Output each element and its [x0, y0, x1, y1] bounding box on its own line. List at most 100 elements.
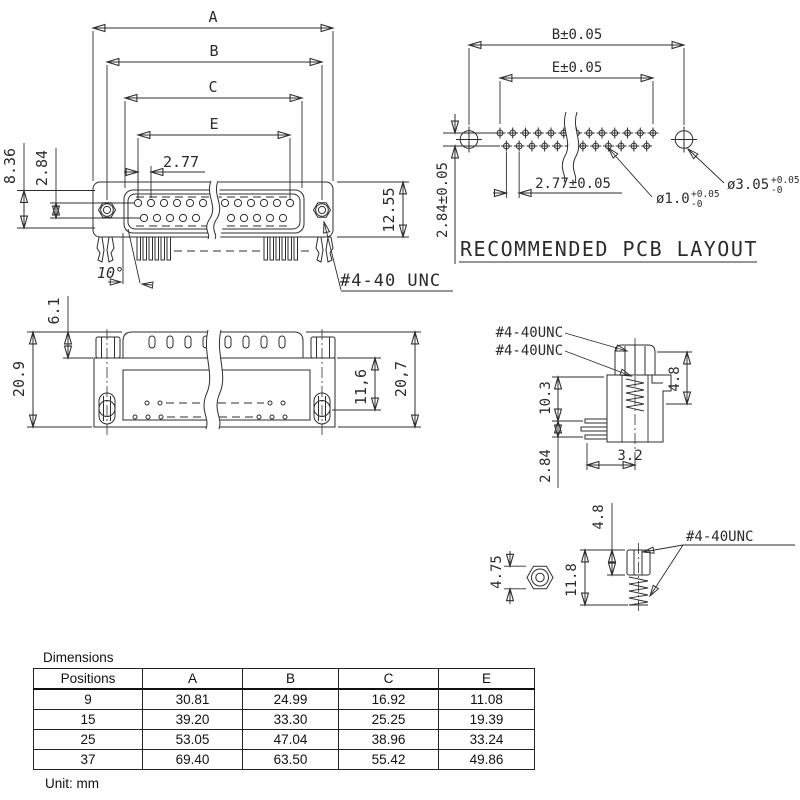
- mount-thread-callout: #4-40 UNC: [323, 220, 453, 292]
- dim-pcb-row-spacing-label: 2.84±0.05: [435, 162, 451, 238]
- mount-nut-left: [97, 202, 117, 218]
- dim-c-label: C: [208, 78, 217, 96]
- dim-hex-flats-label: 4.75: [489, 555, 505, 589]
- dim-side-head: 4.8: [657, 350, 692, 406]
- mount-hole-tol-minus: -0: [771, 185, 783, 196]
- body-notch: [651, 375, 663, 384]
- cell-a: 30.81: [142, 688, 243, 710]
- dim-pcb-e: E±0.05: [498, 60, 655, 124]
- thread-callout-2-label: #4-40UNC: [496, 343, 563, 359]
- cell-c: 38.96: [338, 729, 439, 750]
- pcb-layout-view: B±0.05 E±0.05 2.84±0.05 2.77±0.05 ø1.0 +…: [435, 27, 800, 264]
- cell-positions: 15: [33, 709, 143, 730]
- insulator-body-side: [606, 374, 672, 443]
- table-header-row: Positions A B C E: [33, 668, 535, 690]
- cell-b: 47.04: [242, 729, 339, 750]
- dim-side-lead-spacing-label: 2.84: [538, 449, 554, 483]
- cell-a: 69.40: [142, 749, 243, 770]
- dim-side-depth-label: 10.3: [538, 381, 554, 415]
- dim-e-label: E: [209, 115, 218, 133]
- cell-c: 55.42: [338, 749, 439, 770]
- dim-screw-length: 11.8: [564, 548, 628, 607]
- dim-side-lead-offset: 3.2: [585, 443, 643, 470]
- dim-pcb-b: B±0.05: [467, 27, 686, 125]
- cell-positions: 37: [33, 749, 143, 770]
- screw-detail-view: 4.75 4.8 11.8 #4-40UNC: [489, 503, 795, 612]
- dim-top-inner-label: 11,6: [352, 369, 370, 405]
- thread-callout-1: #4-40UNC: [496, 325, 629, 352]
- col-header-e: E: [438, 668, 535, 690]
- dim-top-overall-left: 20.9: [10, 330, 122, 429]
- hex-standoff-end: [526, 565, 554, 590]
- dimensions-table: Positions A B C E 9 30.81 24.99 16.92 11…: [33, 668, 535, 770]
- dim-screw-length-label: 11.8: [564, 563, 580, 597]
- dim-pitch: 2.77: [124, 153, 205, 198]
- dim-row-spacing: 2.84: [33, 148, 140, 220]
- cell-a: 53.05: [142, 729, 243, 750]
- hex-standoff-left-top: [95, 336, 121, 359]
- col-header-b: B: [242, 668, 339, 690]
- dim-pcb-pitch-label: 2.77±0.05: [535, 176, 611, 192]
- pcb-layout-title: RECOMMENDED PCB LAYOUT: [459, 237, 758, 263]
- table-title: Dimensions: [43, 650, 114, 665]
- mount-hole-tol-plus: +0.05: [771, 175, 800, 186]
- dimensions-table-section: Dimensions Positions A B C E 9 30.81 24.…: [33, 650, 593, 791]
- dim-top-face: 6.1: [45, 296, 93, 360]
- col-header-c: C: [338, 668, 439, 690]
- col-header-a: A: [142, 668, 243, 690]
- dim-pcb-pitch: 2.77±0.05: [493, 152, 622, 198]
- dim-side-lead-spacing: 2.84: [538, 419, 583, 488]
- dim-hex-flats: 4.75: [489, 551, 526, 604]
- leg-angle-label: 10°: [97, 264, 124, 282]
- solder-legs: [136, 236, 313, 261]
- top-break-lines: [203, 329, 224, 430]
- dim-pcb-row-spacing: 2.84±0.05: [435, 114, 500, 264]
- technical-drawing: A B C E 2.77: [1, 8, 800, 612]
- pcb-break-lines: [561, 111, 580, 183]
- thread-callout-2: #4-40UNC: [496, 343, 633, 377]
- cell-positions: 25: [33, 729, 143, 750]
- mount-nut-right: [312, 202, 332, 218]
- cell-positions: 9: [33, 688, 143, 710]
- leads-side: [580, 418, 608, 440]
- pin-hole-dia-label: ø1.0: [656, 191, 690, 207]
- dim-body-height-label: 12.55: [380, 187, 398, 232]
- hex-standoff-right-top: [310, 336, 336, 359]
- table-row: 37 69.40 63.50 55.42 49.86: [33, 749, 535, 770]
- dim-pcb-e-label: E±0.05: [552, 60, 603, 76]
- cell-e: 49.86: [438, 749, 535, 770]
- dim-body-height: 12.55: [337, 180, 409, 239]
- mount-hole-right: [670, 126, 698, 153]
- dim-side-head-label: 4.8: [667, 366, 683, 391]
- dim-b: B: [105, 42, 324, 200]
- cell-e: 33.24: [438, 729, 535, 750]
- unit-label: Unit: mm: [45, 776, 99, 791]
- table-row: 15 39.20 33.30 25.25 19.39: [33, 709, 535, 730]
- cell-a: 39.20: [142, 709, 243, 730]
- leg-angle-callout: 10°: [97, 228, 154, 289]
- detail-thread-callout: #4-40UNC: [641, 529, 795, 598]
- cell-c: 25.25: [338, 709, 439, 730]
- thread-callout-1-label: #4-40UNC: [496, 325, 563, 341]
- dim-a: A: [91, 8, 335, 181]
- mount-thread-label: #4-40 UNC: [340, 271, 441, 291]
- dim-pcb-b-label: B±0.05: [552, 27, 603, 43]
- dim-b-label: B: [209, 42, 218, 60]
- cell-b: 24.99: [242, 688, 339, 710]
- pin-hole-dia-callout: ø1.0 +0.05 -0: [607, 146, 720, 210]
- mount-hole-dia-callout: ø3.05 +0.05 -0: [686, 147, 800, 196]
- dim-shell-height-label: 8.36: [1, 148, 19, 184]
- front-view: A B C E 2.77: [1, 8, 453, 292]
- jack-screw: [626, 543, 651, 612]
- dim-c: C: [123, 78, 304, 188]
- table-row: 25 53.05 47.04 38.96 33.24: [33, 729, 535, 750]
- pcb-layout-title-text: RECOMMENDED PCB LAYOUT: [460, 237, 758, 261]
- board-lock-left: [96, 236, 115, 263]
- dim-screw-head: 4.8: [591, 503, 625, 577]
- dim-top-overall-right-label: 20,7: [392, 361, 410, 397]
- dim-a-label: A: [208, 8, 217, 26]
- dim-pitch-label: 2.77: [163, 153, 199, 171]
- cell-b: 33.30: [242, 709, 339, 730]
- cell-e: 11.08: [438, 688, 535, 710]
- side-view: #4-40UNC #4-40UNC 10.3 2.84 4.8 3.2: [496, 325, 692, 488]
